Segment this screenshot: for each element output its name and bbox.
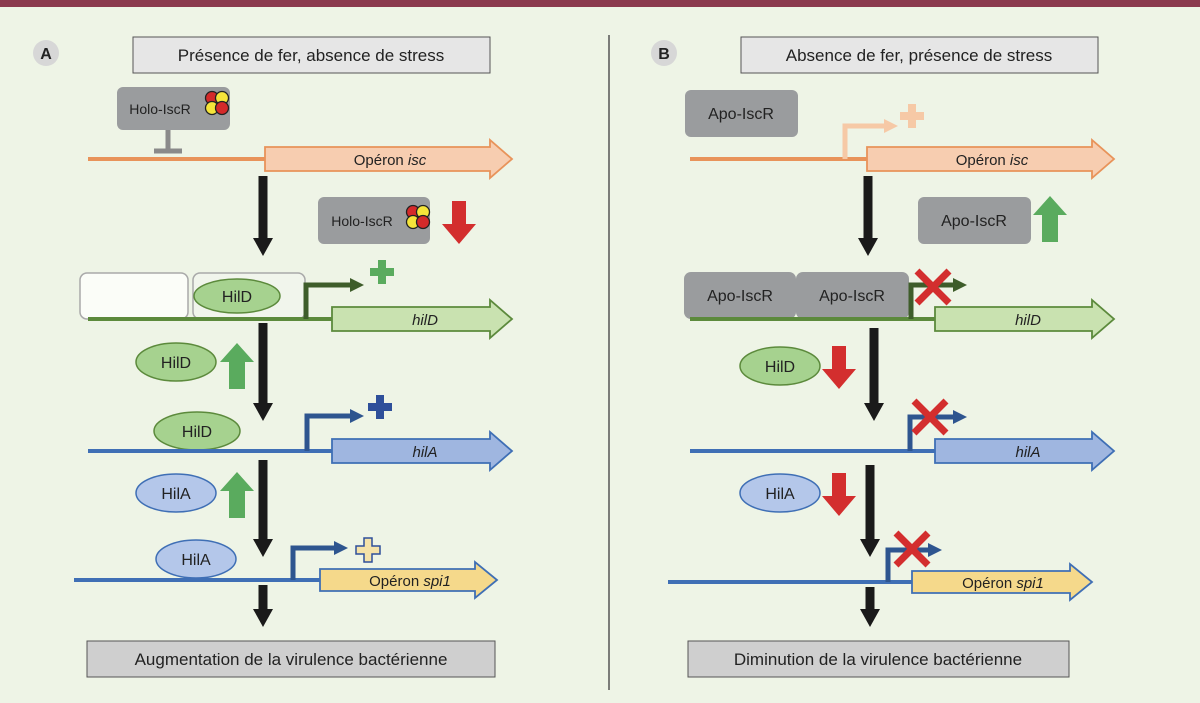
panel-a-label: A xyxy=(40,46,52,63)
hild-protein-level xyxy=(135,342,217,382)
hila-protein-level xyxy=(135,473,217,513)
hila-protein-level xyxy=(739,473,821,513)
hila-promoter-arrow xyxy=(907,414,955,451)
apo-iscr-bound-1-label: Apo-IscR xyxy=(707,288,773,305)
apo-iscr-level xyxy=(918,197,1031,244)
spi1-operon-arrow xyxy=(911,562,1094,602)
panel-a-condition-box xyxy=(132,36,491,74)
apo-iscr-bound-1 xyxy=(684,272,796,319)
hild-protein-bound-hila-label: HilD xyxy=(182,424,212,441)
apo-iscr-bound-2-label: Apo-IscR xyxy=(819,288,885,305)
hild-promoter-arrow xyxy=(303,282,352,319)
hila-gene-label: hilA xyxy=(412,444,437,461)
hild-protein-level-label: HilD xyxy=(161,355,191,372)
plus-icon xyxy=(370,260,394,284)
holo-iscr-level xyxy=(318,197,430,244)
spi1-operon-label: Opéron spi1 xyxy=(369,573,451,590)
hila-promoter-arrow xyxy=(304,413,352,451)
decrease-arrow-icon xyxy=(822,346,856,389)
hild-gene-label: hilD xyxy=(1015,312,1041,329)
hild-promoter-arrowhead xyxy=(350,278,364,292)
isc-promoter-arrow xyxy=(842,123,886,159)
holo-iscr-level-label: Holo-IscR xyxy=(331,213,392,229)
panel-a-condition: Présence de fer, absence de stress xyxy=(178,46,445,65)
cascade-arrow-1-head xyxy=(253,238,273,256)
outcome-arrow-head xyxy=(253,609,273,627)
isc-operon-arrow xyxy=(264,138,514,180)
panel-a-outcome-box xyxy=(86,640,496,678)
panel-b-label-circle xyxy=(651,40,677,66)
holo-iscr-repressor xyxy=(117,87,230,130)
fe-s-cluster-icon xyxy=(204,90,230,116)
hild-gene-arrow xyxy=(934,298,1116,340)
increase-arrow-icon xyxy=(220,343,254,389)
hild-gene-arrow xyxy=(331,298,514,340)
apo-iscr-free-label: Apo-IscR xyxy=(708,106,774,123)
panel-b: B Absence de fer, présence de stress Apo… xyxy=(651,36,1116,678)
spi1-promoter-arrowhead xyxy=(928,543,942,557)
panel-b-outcome-box xyxy=(687,640,1070,678)
apo-iscr-free xyxy=(685,90,798,137)
block-x-icon xyxy=(893,530,931,568)
hild-protein-bound xyxy=(193,278,281,314)
hila-protein-level-label: HilA xyxy=(161,486,191,503)
cascade-arrow-1-head xyxy=(858,238,878,256)
increase-arrow-icon xyxy=(1033,196,1067,242)
cascade-arrow-3-head xyxy=(860,539,880,557)
hila-promoter-arrowhead xyxy=(953,410,967,424)
panel-a-label-circle xyxy=(33,40,59,66)
hild-promoter-arrow xyxy=(908,282,955,319)
plus-icon xyxy=(368,395,392,419)
hila-protein-bound-label: HilA xyxy=(181,552,211,569)
panel-b-label: B xyxy=(658,46,670,63)
top-bar xyxy=(0,0,1200,7)
hild-protein-level-label: HilD xyxy=(765,359,795,376)
plus-icon xyxy=(900,104,924,128)
block-x-icon xyxy=(911,398,949,436)
holo-iscr-repressor-label: Holo-IscR xyxy=(129,101,190,117)
hila-gene-arrow xyxy=(934,430,1116,472)
panel-b-condition-box xyxy=(740,36,1099,74)
spi1-promoter-arrow xyxy=(290,545,336,580)
isc-operon-label: Opéron isc xyxy=(956,152,1029,169)
isc-operon-label: Opéron isc xyxy=(354,152,427,169)
cascade-arrow-2-head xyxy=(253,403,273,421)
hila-promoter-arrowhead xyxy=(350,409,364,423)
spi1-operon-label: Opéron spi1 xyxy=(962,575,1044,592)
block-x-icon xyxy=(914,268,952,306)
plus-outline-icon xyxy=(355,537,381,563)
outcome-arrow-head xyxy=(860,609,880,627)
increase-arrow-icon xyxy=(220,472,254,518)
panel-a: A Présence de fer, absence de stress Hol… xyxy=(33,36,514,678)
apo-iscr-level-label: Apo-IscR xyxy=(941,213,1007,230)
fe-s-cluster-icon xyxy=(405,204,431,230)
empty-binding-site xyxy=(79,272,189,320)
decrease-arrow-icon xyxy=(442,201,476,244)
isc-operon-arrow xyxy=(866,138,1116,180)
cascade-arrow-2-head xyxy=(864,403,884,421)
decrease-arrow-icon xyxy=(822,473,856,516)
hild-promoter-arrowhead xyxy=(953,278,967,292)
isc-promoter-arrowhead xyxy=(884,119,898,133)
hila-gene-label: hilA xyxy=(1015,444,1040,461)
apo-iscr-bound-2 xyxy=(796,272,909,319)
spi1-promoter-arrowhead xyxy=(334,541,348,555)
spi1-operon-arrow xyxy=(319,560,499,600)
hild-protein-bound-label: HilD xyxy=(222,289,252,306)
hild-protein-level xyxy=(739,346,821,386)
hila-gene-arrow xyxy=(331,430,514,472)
hila-protein-level-label: HilA xyxy=(765,486,795,503)
hild-gene-label: hilD xyxy=(412,312,438,329)
panel-a-outcome: Augmentation de la virulence bactérienne xyxy=(135,650,448,669)
panel-b-outcome: Diminution de la virulence bactérienne xyxy=(734,650,1022,669)
panel-b-condition: Absence de fer, présence de stress xyxy=(786,46,1053,65)
cascade-arrow-3-head xyxy=(253,539,273,557)
